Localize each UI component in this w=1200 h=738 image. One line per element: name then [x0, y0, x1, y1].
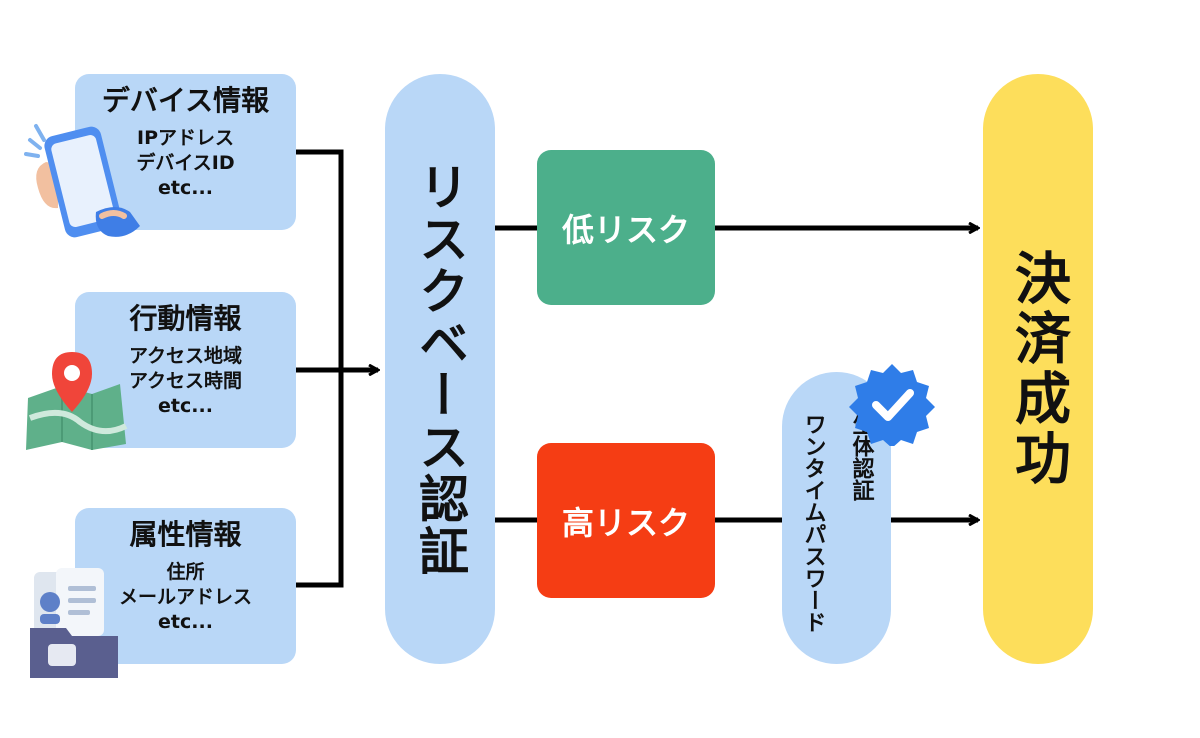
auth-otp-label: ワンタイムパスワード	[800, 413, 826, 633]
additional-auth-node: 生体認証 ワンタイムパスワード	[782, 372, 891, 664]
input-card-line: 住所	[166, 561, 205, 583]
input-card-line: etc...	[158, 177, 213, 199]
risk-based-auth-node: リスクベース認証	[385, 74, 495, 664]
verified-badge-icon	[849, 364, 935, 446]
input-card-title: 属性情報	[129, 518, 242, 551]
risk-based-auth-label: リスクベース認証	[411, 161, 469, 577]
input-card-line: etc...	[158, 611, 213, 633]
input-card-line: アクセス地域	[128, 345, 243, 367]
high-risk-label: 高リスク	[561, 503, 690, 542]
input-card-behavior: 行動情報 アクセス地域 アクセス時間 etc...	[75, 292, 296, 448]
input-card-line: メールアドレス	[118, 586, 252, 608]
map-pin-icon	[26, 352, 128, 450]
low-risk-node: 低リスク	[537, 150, 715, 305]
input-card-line: IPアドレス	[137, 127, 234, 149]
payment-success-node: 決済成功	[983, 74, 1093, 664]
input-card-line: アクセス時間	[128, 370, 243, 392]
payment-success-label: 決済成功	[1005, 249, 1071, 489]
high-risk-node: 高リスク	[537, 443, 715, 598]
input-card-line: etc...	[158, 395, 213, 417]
connector-device	[296, 149, 344, 370]
smartphone-hand-icon	[24, 124, 140, 238]
input-card-line: デバイスID	[136, 152, 235, 174]
id-folder-icon	[30, 568, 118, 678]
low-risk-label: 低リスク	[561, 210, 690, 249]
connector-attribute	[296, 370, 344, 588]
input-card-title: 行動情報	[129, 302, 242, 335]
input-card-title: デバイス情報	[101, 84, 270, 117]
